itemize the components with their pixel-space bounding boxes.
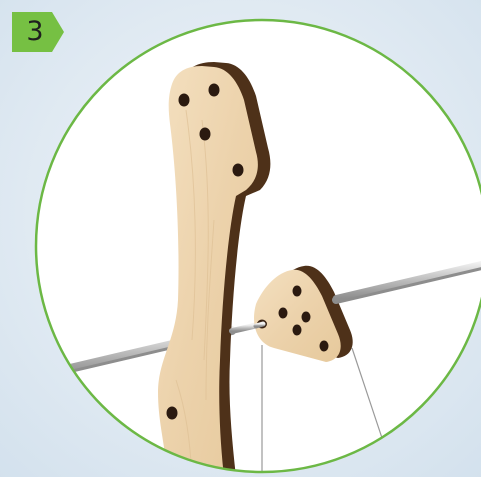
hole [293,325,302,336]
hole [279,308,288,319]
hole [293,286,302,297]
hole [200,128,211,141]
step-badge: 3 [12,12,64,52]
hole [209,84,220,97]
hole [302,312,311,323]
hole [179,94,190,107]
hole [167,407,178,420]
hole [233,164,244,177]
detail-circle [36,20,481,472]
hole [320,341,329,352]
step-number: 3 [12,12,58,52]
wire-tip [256,324,263,326]
